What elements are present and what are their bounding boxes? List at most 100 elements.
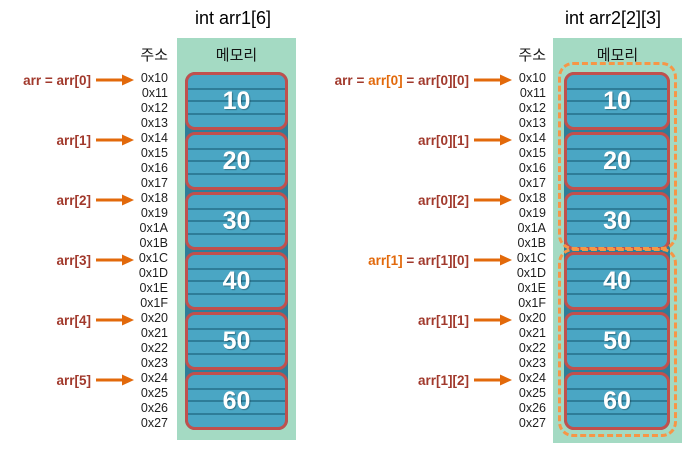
pointer-label: arr[5] <box>56 372 91 388</box>
cell-value: 60 <box>603 386 631 415</box>
address-label: 0x27 <box>140 416 168 430</box>
memory-cell: 20 <box>185 132 288 190</box>
pointer-label: arr[4] <box>56 312 91 328</box>
address-label: 0x14 <box>140 131 168 145</box>
pointer-label-row: arr[0][2] <box>418 192 512 208</box>
pointer-label-row: arr = arr[0] = arr[0][0] <box>335 72 512 88</box>
address-label: 0x1E <box>139 281 169 295</box>
address-label: 0x13 <box>140 116 168 130</box>
pointer-label: arr[3] <box>56 252 91 268</box>
arrow-icon <box>474 374 512 386</box>
cell-value: 20 <box>603 146 631 175</box>
address-label: 0x26 <box>140 401 168 415</box>
address-label: 0x1F <box>518 296 546 310</box>
cell-value: 40 <box>222 266 251 295</box>
arrow-icon <box>96 314 134 326</box>
address-label: 0x24 <box>140 371 168 385</box>
cell-value: 30 <box>222 206 251 235</box>
address-label: 0x17 <box>518 176 546 190</box>
cell-value: 10 <box>222 86 251 115</box>
pointer-label-row: arr[5] <box>56 372 134 388</box>
pointer-label-row: arr[0][1] <box>418 132 512 148</box>
pointer-label-row: arr[1][2] <box>418 372 512 388</box>
address-column-header: 주소 <box>518 47 546 64</box>
address-label: 0x1F <box>140 296 168 310</box>
cell-value: 20 <box>222 146 251 175</box>
address-label: 0x21 <box>518 326 546 340</box>
pointer-label: arr[1] = arr[1][0] <box>368 252 469 268</box>
cell-value: 10 <box>603 86 631 115</box>
address-label: 0x27 <box>518 416 546 430</box>
diagram-title: int arr1[6] <box>194 8 272 28</box>
pointer-label-row: arr[1][1] <box>418 312 512 328</box>
address-label: 0x20 <box>518 311 546 325</box>
arrow-icon <box>96 74 134 86</box>
address-label: 0x16 <box>518 161 546 175</box>
address-label: 0x18 <box>518 191 546 205</box>
memory-cell: 60 <box>185 372 288 430</box>
pointer-label-row: arr[1] = arr[1][0] <box>368 252 512 268</box>
address-label: 0x15 <box>140 146 168 160</box>
address-label: 0x23 <box>518 356 546 370</box>
cell-value: 30 <box>603 206 631 235</box>
address-label: 0x26 <box>518 401 546 415</box>
address-column-header: 주소 <box>140 47 168 64</box>
memory-column: 메모리 10 20 30 40 50 60 <box>177 38 296 440</box>
arrow-icon <box>474 74 512 86</box>
address-label: 0x25 <box>140 386 168 400</box>
address-label: 0x16 <box>140 161 168 175</box>
arrow-icon <box>96 254 134 266</box>
address-label: 0x14 <box>518 131 546 145</box>
address-label: 0x20 <box>140 311 168 325</box>
memory-column-header: 메모리 <box>215 47 258 64</box>
memory-cell: 10 <box>185 72 288 130</box>
pointer-label: arr[0][2] <box>417 192 469 208</box>
arrow-icon <box>474 314 512 326</box>
cell-value: 50 <box>222 326 251 355</box>
cell-value: 50 <box>603 326 631 355</box>
address-label: 0x1C <box>516 251 546 265</box>
address-label: 0x22 <box>140 341 168 355</box>
pointer-label: arr[0][1] <box>417 132 469 148</box>
pointer-label: arr[1][2] <box>417 372 469 388</box>
address-label: 0x10 <box>518 71 546 85</box>
memory-column: 메모리 10 20 30 40 50 60 <box>553 38 682 443</box>
address-label: 0x1A <box>139 221 169 235</box>
memory-cell: 40 <box>185 252 288 310</box>
address-label: 0x1D <box>138 266 168 280</box>
address-label: 0x1B <box>139 236 169 250</box>
cell-value: 40 <box>603 266 631 295</box>
address-label: 0x19 <box>140 206 168 220</box>
pointer-label: arr = arr[0] = arr[0][0] <box>334 72 469 88</box>
diagram-title: int arr2[2][3] <box>564 8 662 28</box>
address-label: 0x1E <box>517 281 547 295</box>
memory-cell: 10 <box>564 72 670 130</box>
diagram-2d-array: int arr2[2][3] 주소 메모리 10 20 30 40 50 60 … <box>335 0 694 458</box>
arrow-icon <box>96 134 134 146</box>
arrow-icon <box>96 374 134 386</box>
address-label: 0x22 <box>518 341 546 355</box>
diagram-1d-array: int arr1[6] 주소 메모리 10 20 30 40 50 60 0x1… <box>23 8 296 440</box>
pointer-label-row: arr[4] <box>56 312 134 328</box>
address-label: 0x25 <box>518 386 546 400</box>
memory-column-header: 메모리 <box>596 47 639 64</box>
address-label: 0x10 <box>140 71 168 85</box>
address-label: 0x21 <box>140 326 168 340</box>
address-label: 0x11 <box>141 86 168 100</box>
memory-cell: 20 <box>564 132 670 190</box>
memory-cell: 50 <box>185 312 288 370</box>
pointer-label-row: arr[1] <box>56 132 134 148</box>
pointer-label: arr[1][1] <box>417 312 469 328</box>
pointer-label: arr[2] <box>56 192 91 208</box>
address-label: 0x12 <box>518 101 546 115</box>
address-label: 0x12 <box>140 101 168 115</box>
address-label: 0x11 <box>519 86 546 100</box>
cell-value: 60 <box>222 386 251 415</box>
address-column: 0x10 0x11 0x12 0x13 0x14 0x15 0x16 0x17 … <box>118 71 168 431</box>
pointer-label-row: arr[2] <box>56 192 134 208</box>
address-column: 0x10 0x11 0x12 0x13 0x14 0x15 0x16 0x17 … <box>494 71 546 431</box>
memory-cells: 10 20 30 40 50 60 <box>185 72 288 430</box>
arrow-icon <box>474 134 512 146</box>
address-label: 0x23 <box>140 356 168 370</box>
